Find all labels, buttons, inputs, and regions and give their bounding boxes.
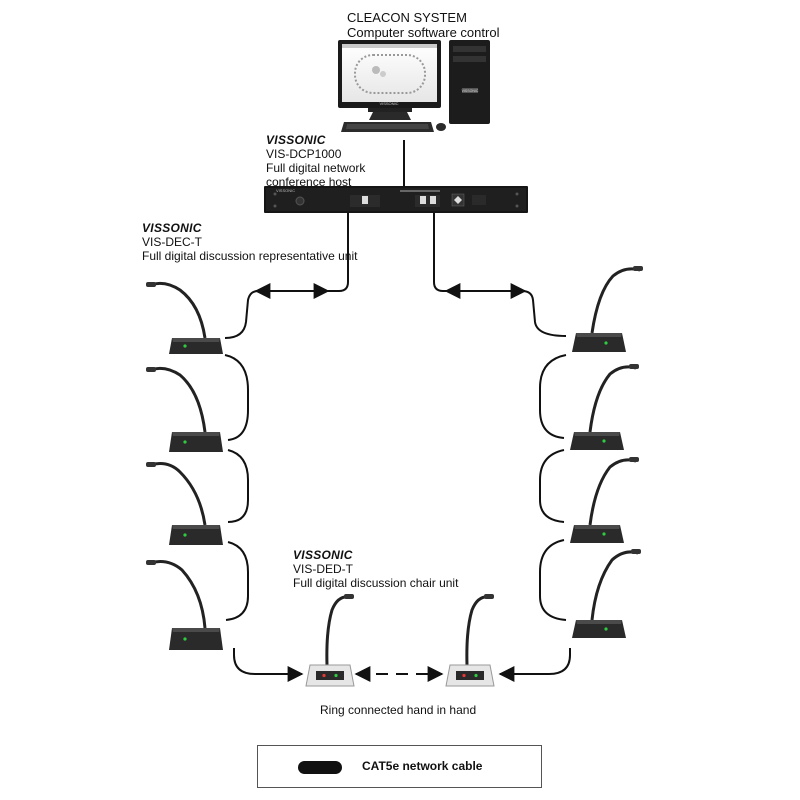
computer-monitor: VISSONIC [338,40,441,120]
cable-right-to-chair [498,648,571,682]
host-desc-line1: Full digital network [266,161,366,175]
chair-brand: VISSONIC [293,548,353,562]
legend-label: CAT5e network cable [362,759,483,773]
delegate-unit-right-4 [572,549,641,638]
delegate-unit-left-4 [146,560,223,650]
computer-title: CLEACON SYSTEM [347,10,467,25]
ring-caption: Ring connected hand in hand [320,703,477,717]
cable-right-1-2 [539,354,567,439]
cable-host-right [433,213,567,337]
chair-label: VISSONIC VIS-DED-T Full digital discussi… [293,548,458,590]
chair-unit-left [305,594,355,687]
cable-right-2-3 [539,449,565,523]
delegate-unit-right-1 [572,266,643,352]
tower-badge: VISSONIC [462,89,479,93]
legend-box: CAT5e network cable [257,745,542,788]
chair-desc: Full digital discussion chair unit [293,576,459,590]
delegate-unit-left-2 [146,366,223,452]
host-model: VIS-DCP1000 [266,147,342,161]
delegate-unit-right-3 [570,457,639,543]
cable-swatch [298,761,342,774]
computer-keyboard [341,122,434,132]
chair-unit-right [445,594,495,687]
computer-mouse [436,123,446,131]
host-panel-logo: VISSONIC [276,188,295,193]
cable-left-to-chair [233,648,304,682]
host-label: VISSONIC VIS-DCP1000 Full digital networ… [266,133,365,189]
delegate-desc: Full digital discussion representative u… [142,249,358,263]
cable-right-3-4 [539,539,567,621]
host-desc-line2: conference host [266,175,352,189]
cable-left-2-3 [227,449,249,523]
delegate-brand: VISSONIC [142,221,202,235]
computer-subtitle: Computer software control [347,25,500,40]
delegate-label: VISSONIC VIS-DEC-T Full digital discussi… [142,221,357,263]
cable-host-left [224,213,349,339]
delegate-unit-left-1 [146,281,223,354]
host-brand: VISSONIC [266,133,326,147]
delegate-unit-right-2 [570,364,639,450]
delegate-unit-left-3 [146,462,223,545]
cable-left-1-2 [224,354,249,441]
conference-host-unit: VISSONIC [264,186,528,213]
computer-label: CLEACON SYSTEM Computer software control [347,10,499,40]
chair-model: VIS-DED-T [293,562,353,576]
delegate-model: VIS-DEC-T [142,235,202,249]
computer-tower: VISSONIC [449,40,490,124]
cable-left-3-4 [225,541,249,621]
monitor-logo: VISSONIC [379,101,398,106]
